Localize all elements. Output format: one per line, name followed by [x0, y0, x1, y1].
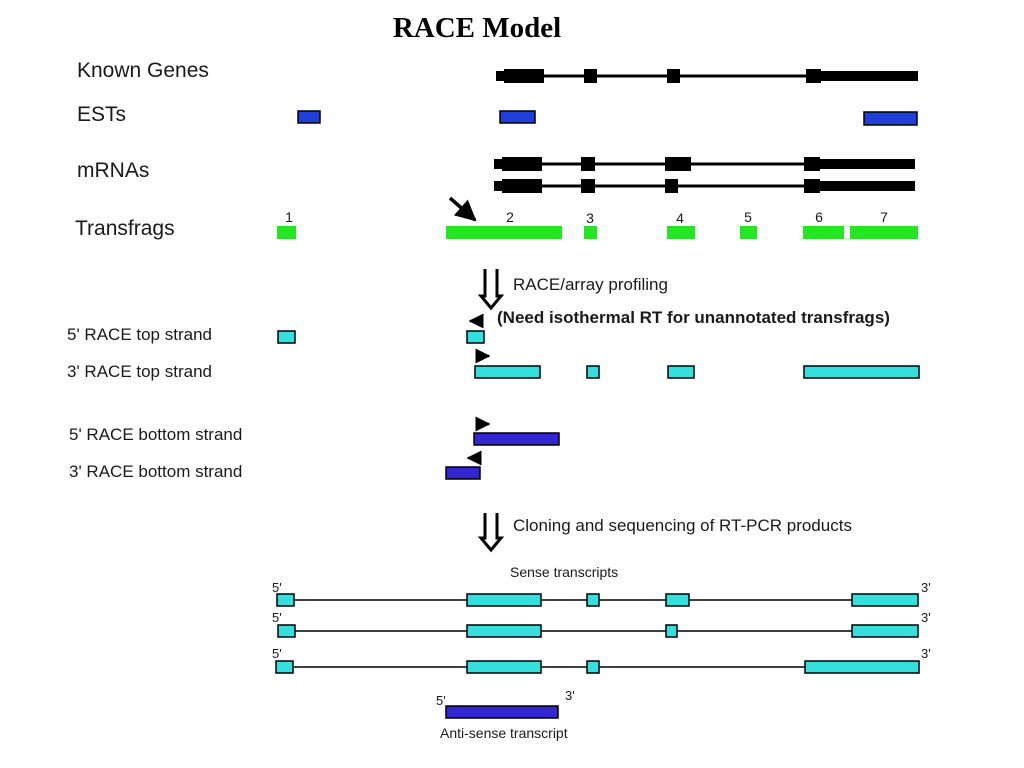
- down-arrow-icon: [477, 269, 505, 311]
- exon-block: [804, 660, 920, 674]
- transfrag-pointer-arrow-icon: [448, 196, 477, 222]
- mrna-utr: [820, 181, 915, 191]
- known-gene-exon: [504, 69, 544, 83]
- exon-block: [665, 593, 690, 607]
- track-label-transfrags: Transfrags: [75, 217, 175, 240]
- mrna-exon: [804, 179, 820, 193]
- exon-block: [586, 593, 600, 607]
- race-block: [445, 466, 481, 480]
- est-block: [297, 110, 321, 124]
- mrna-exon: [502, 157, 542, 171]
- est-block: [863, 111, 918, 126]
- antisense-block: [445, 705, 559, 719]
- five-prime-end-label: 5': [272, 610, 282, 625]
- sense-transcript-2: 5' 3': [272, 610, 931, 638]
- three-prime-end-label: 3': [921, 580, 931, 595]
- exon-block: [276, 593, 295, 607]
- step1-note: (Need isothermal RT for unannotated tran…: [497, 308, 890, 327]
- exon-block: [586, 660, 600, 674]
- transfrag-block-1: [277, 226, 296, 239]
- three-prime-end-label: 3': [921, 646, 931, 661]
- page-title: RACE Model: [393, 12, 561, 44]
- known-gene-exon: [806, 69, 821, 83]
- sense-transcript-3: 5' 3': [272, 646, 931, 674]
- exon-block: [851, 624, 919, 638]
- est-track: [297, 110, 918, 126]
- transfrag-block-4: [667, 226, 695, 239]
- mrna-exon: [581, 157, 595, 171]
- transfrag-block-3: [584, 226, 597, 239]
- race-label-3-bottom: 3' RACE bottom strand: [69, 462, 242, 481]
- race-3-top-products: [474, 348, 920, 379]
- antisense-transcript-title: Anti-sense transcript: [440, 725, 568, 741]
- step2-label: Cloning and sequencing of RT-PCR product…: [513, 516, 852, 535]
- race-block: [803, 365, 920, 379]
- mrna-utr: [820, 159, 915, 169]
- transfrag-number-2: 2: [506, 209, 514, 225]
- transfrag-block-2: [446, 226, 562, 239]
- track-label-mrnas: mRNAs: [77, 159, 149, 182]
- exon-block: [466, 593, 542, 607]
- est-block: [499, 110, 536, 124]
- race-3-bottom-products: [445, 450, 482, 480]
- race-5-top-products: [277, 313, 485, 344]
- race-label-5-bottom: 5' RACE bottom strand: [69, 425, 242, 444]
- mrna-exon: [502, 179, 542, 193]
- exon-block: [275, 660, 294, 674]
- mrna-model-2: [494, 179, 915, 193]
- transfrag-block-7: [850, 226, 918, 239]
- track-label-ests: ESTs: [77, 103, 126, 126]
- down-arrow-icon: [477, 513, 505, 553]
- known-gene-model: [496, 69, 918, 83]
- race-block: [667, 365, 695, 379]
- known-gene-utr: [821, 71, 918, 81]
- three-prime-end-label: 3': [565, 688, 575, 703]
- race-block: [277, 330, 296, 344]
- track-label-known-genes: Known Genes: [77, 59, 209, 82]
- mrna-exon: [581, 179, 595, 193]
- race-block: [586, 365, 600, 379]
- transfrag-block-5: [740, 226, 757, 239]
- five-prime-end-label: 5': [272, 580, 282, 595]
- mrna-model-1: [494, 157, 915, 171]
- three-prime-end-label: 3': [921, 610, 931, 625]
- known-gene-utr: [496, 71, 504, 81]
- antisense-transcript: 5' 3' Anti-sense transcript: [436, 688, 575, 741]
- exon-block: [466, 624, 542, 638]
- mrna-utr: [494, 181, 502, 191]
- transfrag-number-1: 1: [285, 209, 293, 225]
- transfrag-number-3: 3: [586, 210, 594, 226]
- five-prime-end-label: 5': [272, 646, 282, 661]
- step1-label: RACE/array profiling: [513, 275, 668, 294]
- race-block: [473, 432, 560, 446]
- mrna-exon: [804, 157, 820, 171]
- known-gene-exon: [584, 69, 597, 83]
- mrna-exon: [665, 179, 678, 193]
- transfrag-number-7: 7: [880, 209, 888, 225]
- race-block: [466, 330, 485, 344]
- race-label-5-top: 5' RACE top strand: [67, 325, 212, 344]
- exon-block: [466, 660, 542, 674]
- exon-block: [851, 593, 919, 607]
- mrna-exon: [665, 157, 691, 171]
- race-label-3-top: 3' RACE top strand: [67, 362, 212, 381]
- exon-block: [665, 624, 678, 638]
- exon-block: [277, 624, 296, 638]
- transfrag-number-5: 5: [744, 209, 752, 225]
- mrna-utr: [494, 159, 502, 169]
- transfrag-track: 1 2 3 4 5 6 7: [277, 209, 918, 239]
- race-5-bottom-products: [473, 416, 560, 446]
- five-prime-end-label: 5': [436, 693, 446, 708]
- transfrag-number-6: 6: [815, 209, 823, 225]
- sense-transcripts-title: Sense transcripts: [510, 564, 618, 580]
- transfrag-block-6: [803, 226, 844, 239]
- transfrag-number-4: 4: [676, 210, 684, 226]
- known-gene-exon: [667, 69, 680, 83]
- sense-transcript-1: 5' 3': [272, 580, 931, 607]
- race-block: [474, 365, 541, 379]
